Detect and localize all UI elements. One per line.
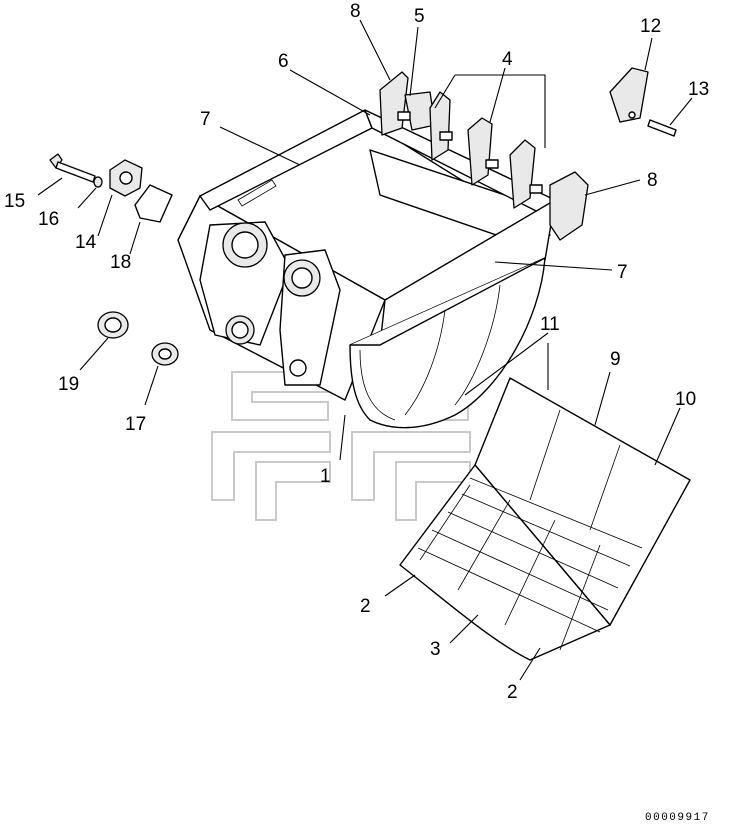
tooth-pin <box>647 119 677 137</box>
drawing-code: 00009917 <box>645 812 710 824</box>
callout-4: 4 <box>502 49 513 70</box>
spacer-plate <box>134 184 173 223</box>
wear-plates <box>399 377 691 661</box>
callout-3: 3 <box>430 639 441 660</box>
callout-10: 10 <box>675 389 696 410</box>
callout-7: 7 <box>617 262 628 283</box>
pin-bolt <box>49 153 96 183</box>
callout-12: 12 <box>640 16 661 37</box>
callout-15: 15 <box>4 191 25 212</box>
callout-1: 1 <box>320 466 331 487</box>
washer <box>93 176 103 188</box>
callouts: 1 2 2 3 4 5 6 7 7 8 8 9 10 11 12 13 14 1… <box>4 1 709 703</box>
callout-8: 8 <box>647 170 658 191</box>
callout-7: 7 <box>200 109 211 130</box>
tooth-point <box>609 67 649 123</box>
callout-5: 5 <box>414 6 425 27</box>
callout-8: 8 <box>350 1 361 22</box>
teeth-row <box>379 71 589 241</box>
callout-16: 16 <box>38 209 59 230</box>
callout-2: 2 <box>360 596 371 617</box>
lock-ring <box>109 159 143 197</box>
callout-9: 9 <box>610 349 621 370</box>
dust-seal <box>151 342 179 366</box>
callout-14: 14 <box>75 232 97 253</box>
leader-lines <box>37 19 693 681</box>
callout-17: 17 <box>125 414 146 435</box>
bushing <box>97 311 129 339</box>
callout-18: 18 <box>110 252 131 273</box>
callout-6: 6 <box>278 51 289 72</box>
callout-13: 13 <box>688 79 709 100</box>
bucket-body <box>177 109 556 429</box>
callout-19: 19 <box>58 374 79 395</box>
callout-11: 11 <box>540 314 560 335</box>
callout-2: 2 <box>507 682 518 703</box>
